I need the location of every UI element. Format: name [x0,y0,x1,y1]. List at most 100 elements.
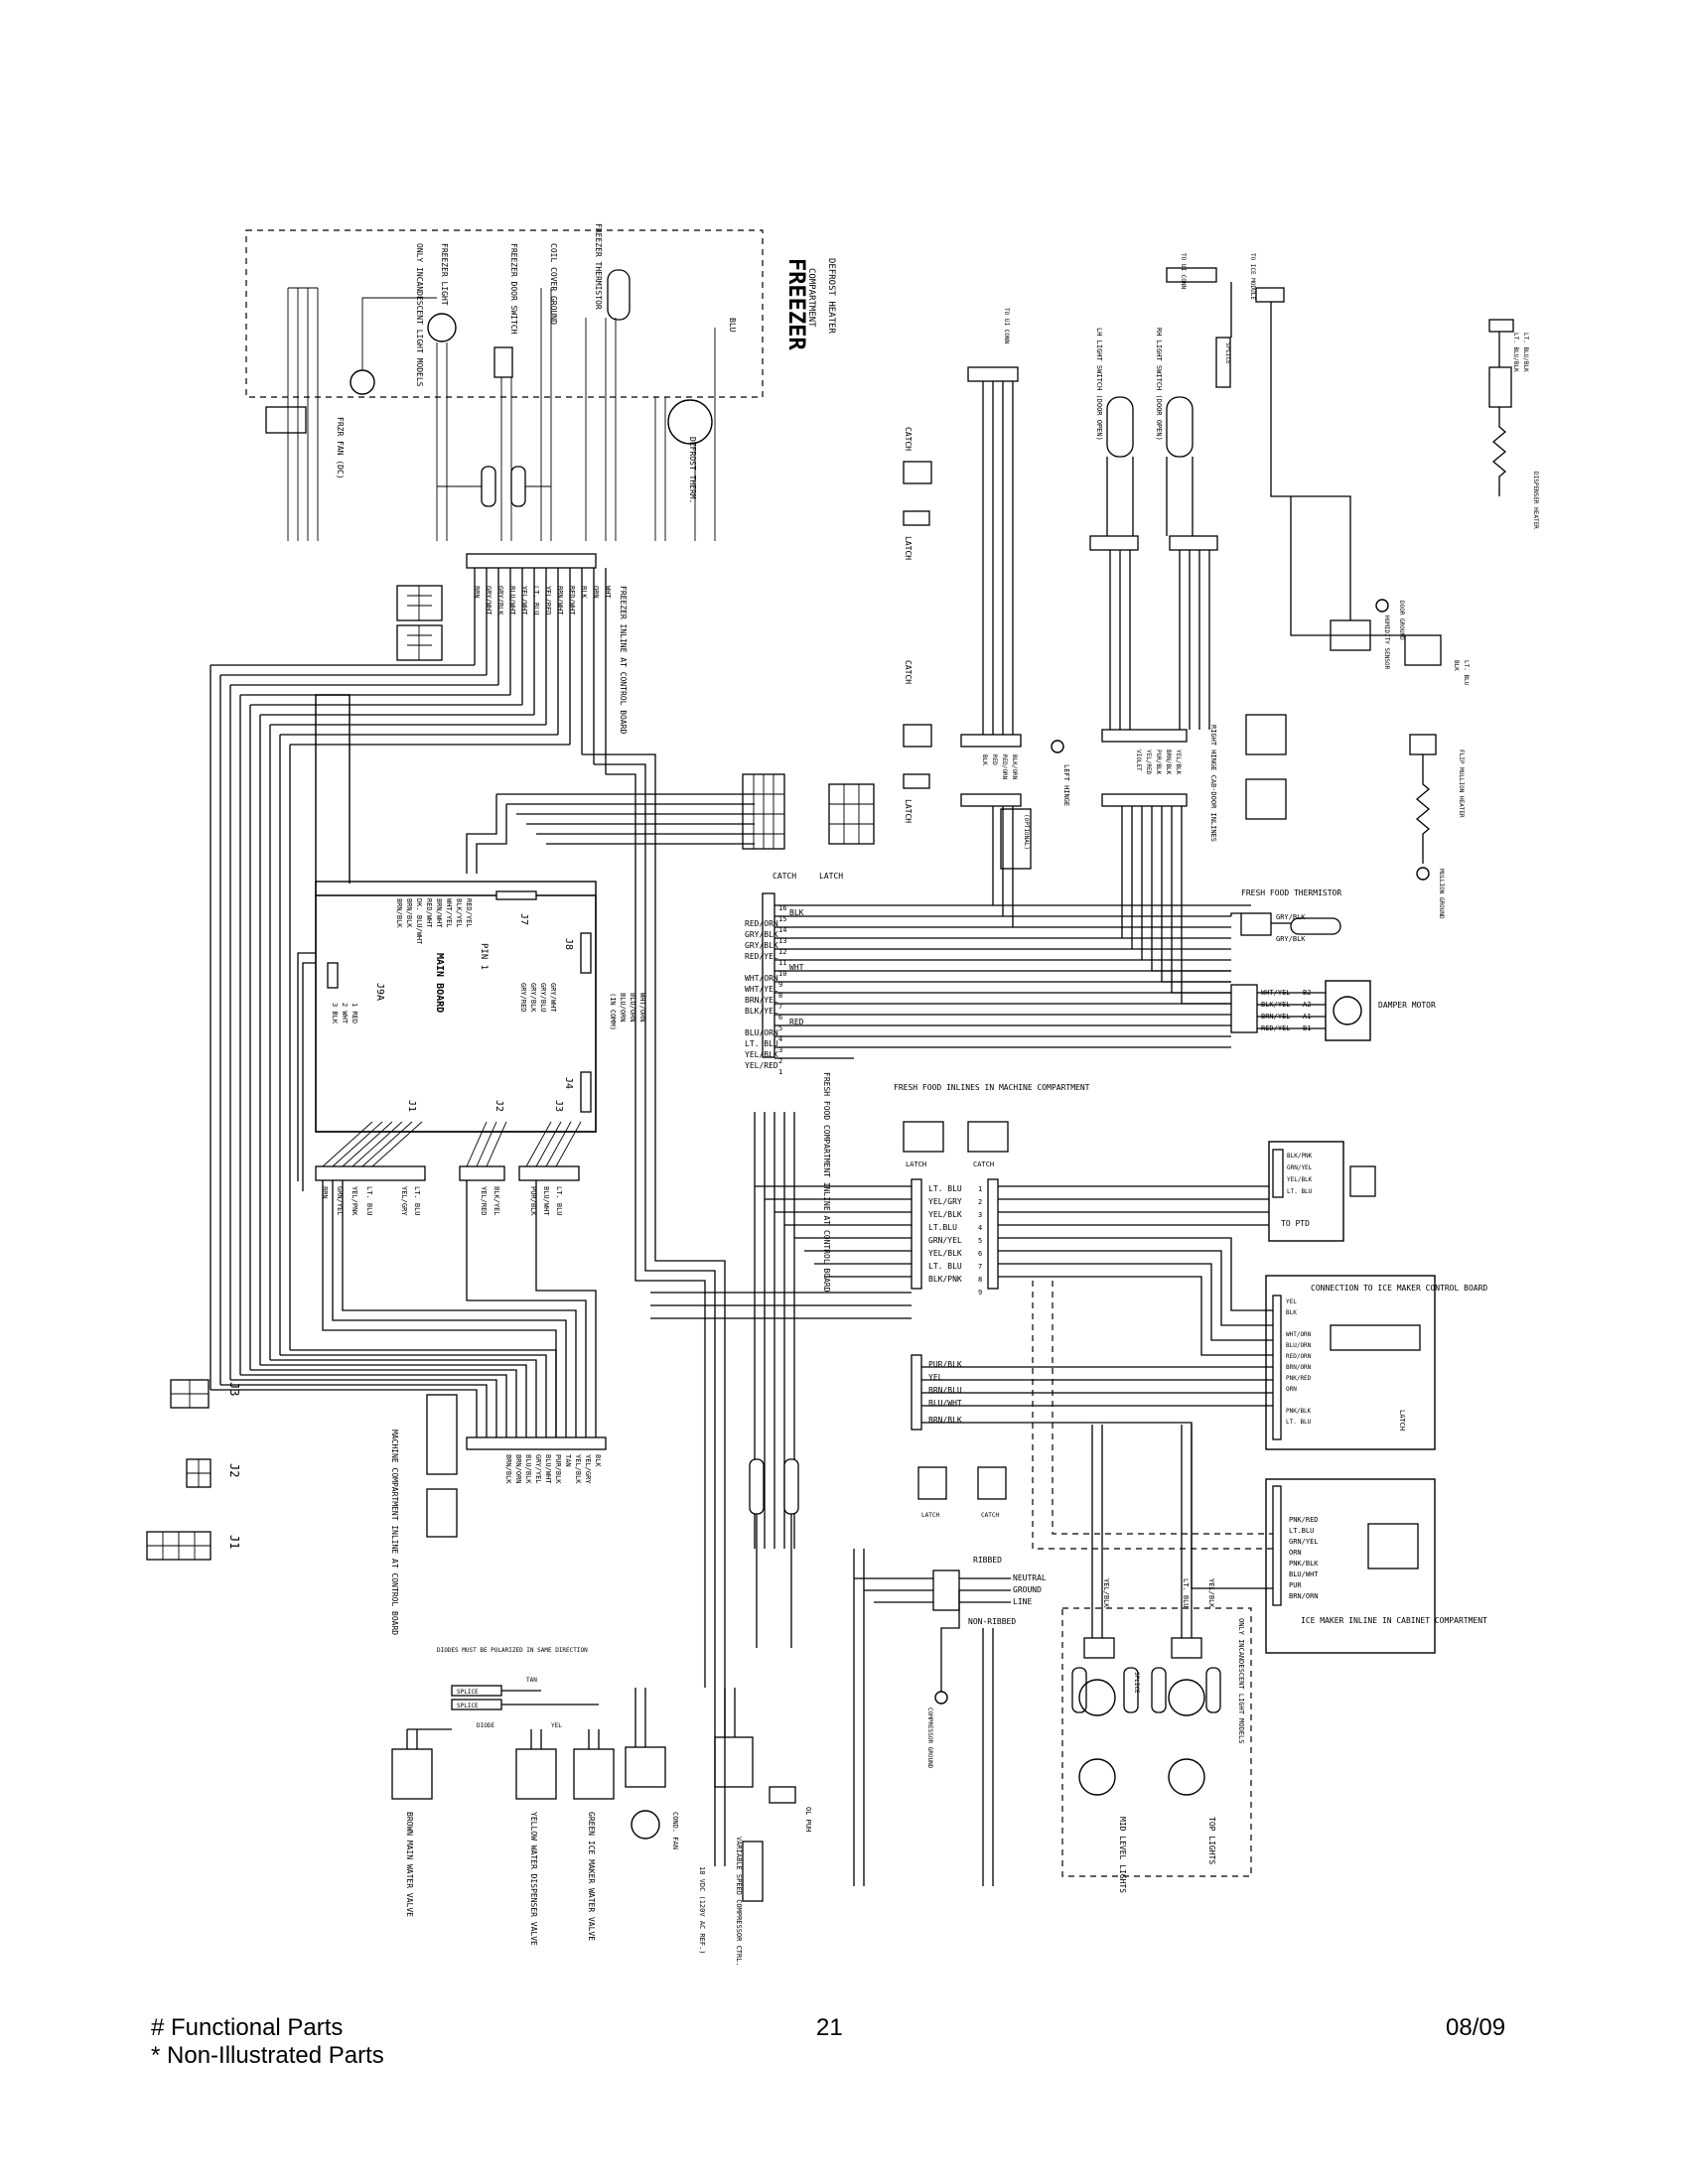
top-light-connector [1171,1637,1202,1659]
freezer-inline-wire-5: YEL/WHT [520,586,528,615]
ff-inline-wire-9: BRN/YEL [745,996,778,1005]
j2-plug [459,1165,505,1181]
machine-catch-label: CATCH [981,1512,999,1519]
ice-inline-wire-8: BLU/WHT [1289,1570,1319,1578]
ff-inline-wire-6: WHT [789,963,804,972]
freezer-inline-wire-10: BLK [580,586,588,599]
mullion-wire-connector [1488,319,1514,333]
ice-board-wire-12: LT. BLU [1286,1419,1312,1426]
cond-fan-symbol [631,1810,660,1840]
ffm-pin-4: 4 [978,1224,982,1232]
right-hinge-label: RIGHT HINGE CAB-DOOR INLINES [1209,725,1217,842]
freezer-splice-1 [481,466,496,507]
j9a-wire-1: 1 RED [351,1003,358,1024]
flip-mullion-label: FLIP MULLION HEATER [1458,750,1465,818]
ff-inlines-machine: FRESH FOOD INLINES IN MACHINE COMPARTMEN… [894,1083,1090,1290]
to-ice-module-label: TO ICE MODULE [1249,253,1256,300]
j3-wire-2: BLU/WHT [542,1186,550,1216]
main-board: MAIN BOARD PIN 1 J7 RED/YEL BLK/YEL WHT/… [315,694,646,1216]
ice-maker-inline: PNK/RED LT.BLU GRN/YEL ORN PNK/BLK BLU/W… [1265,1478,1487,1654]
to-ice-module-conn [1255,287,1285,303]
ff-thermistor-wire-1: GRY/BLK [1276,913,1306,921]
wire-harness [210,568,1326,1886]
compressor-ctrl-box [742,1841,764,1902]
ptd-wire-3: YEL/BLK [1287,1176,1313,1183]
right-hinge-connector-2 [1245,778,1287,820]
ffm-pin-6: 6 [978,1250,982,1258]
mid-light-splice-3 [1071,1667,1087,1713]
ff-inlines-machine-label: FRESH FOOD INLINES IN MACHINE COMPARTMEN… [894,1083,1090,1092]
power-neutral: NEUTRAL [1013,1573,1047,1582]
mid-light-splice-2 [1151,1667,1167,1713]
j3-label: J3 [553,1100,564,1112]
ff-machine-pins: 1 2 3 4 5 6 7 8 9 [978,1185,982,1297]
green-valve-symbol [573,1748,615,1800]
j7-wire-7: BRN/BLK [405,898,413,928]
door-ground-label: DOOR GROUND [1398,601,1405,640]
right-wire-1: YEL/BLK [1175,750,1182,775]
ff-pin-14: 14 [778,926,786,934]
ff-inline-wire-14: YEL/BLK [745,1050,778,1059]
ol-puh-connector [769,1786,796,1804]
ice-inline-wire-4: LT.BLU [1289,1527,1314,1535]
ff-inline-wire-15: YEL/RED [745,1061,778,1070]
machine-inline-wire-4: TAN [564,1454,572,1467]
j4-wire-2: BLU/ORN [629,993,636,1023]
freezer-12pin-plug [396,585,443,621]
freezer-inline-connector: FREEZER INLINE AT CONTROL BOARD BRN GRY/… [396,553,628,734]
freezer-door-switch-symbol [493,346,513,378]
mid-level-lights-label: MID LEVEL LIGHTS [1118,1817,1127,1893]
ffm-pin-9: 9 [978,1289,982,1297]
left-hinge-optional-box [1000,808,1032,870]
ice-maker-inline-connector [1272,1485,1282,1606]
footer-functional-parts: # Functional Parts [151,2014,344,2041]
top-light-bulb-1 [1168,1679,1205,1716]
ptd-wire-4: LT. BLU [1287,1188,1313,1195]
ice-maker-inline-box [1265,1478,1436,1654]
ff-machine-wire-5: GRN/YEL [928,1236,962,1245]
freezer-fan-label: FRZR FAN (DC) [336,417,345,479]
mid-light-bulb-1 [1078,1679,1116,1716]
mid-light-splice [1123,1667,1139,1713]
latch-connector-label: LATCH [819,872,843,881]
top-lights-label: TOP LIGHTS [1207,1817,1216,1864]
cond-fan-label: COND. FAN [671,1812,679,1849]
defrost-heater-label: DEFROST HEATER [826,258,836,334]
humidity-wire-2: LT. BLU [1463,660,1470,686]
j3-plug [518,1165,580,1181]
compressor-ground-symbol [934,1691,948,1705]
ff-machine-wire-4: LT.BLU [928,1223,957,1232]
ice-maker-board: CONNECTION TO ICE MAKER CONTROL BOARD LA… [1265,1275,1487,1450]
ff-pin-8: 8 [778,992,782,1000]
latch-connector-drawing [828,783,875,845]
ff-inline-catch-label: CATCH [973,1160,994,1168]
ff-inline-wire-4: GRY/BLK [745,941,778,950]
machine-catch-plug [977,1466,1007,1500]
power-connection: RIBBED NEUTRAL GROUND LINE NON-RIBBED CO… [926,1556,1047,1769]
machine-wire-block: PUR/BLK YEL BRN/BLU BLU/WHT BRN/BLK LATC… [911,1354,1007,1519]
ff-machine-wire-6: YEL/BLK [928,1249,962,1258]
ff-inline-latch-plug [903,1121,944,1153]
machine-inline-receptacle [426,1488,458,1538]
door-ground-symbol [1375,599,1389,613]
j1-plug [315,1165,426,1181]
mullion-wire-2: LT. BLU/BLK [1522,333,1529,372]
machine-inline-wire-3: YEL/BLK [574,1454,582,1484]
yellow-valve-label: YELLOW WATER DISPENSER VALVE [529,1812,538,1946]
ice-maker-latch-plug [1330,1324,1421,1351]
cond-fan-connector [625,1746,666,1788]
ice-maker-inline-plug [1367,1523,1419,1570]
machine-block-wire-4: BLU/WHT [928,1399,962,1408]
lights-incandescent-border [1061,1607,1252,1877]
door-catch-1 [903,461,932,484]
right-wire-2: BRN/BLK [1165,750,1172,775]
freezer-light-bulb [427,313,457,342]
ff-pin-3: 3 [778,1046,782,1054]
j2-wire-2: BLK/YEL [492,1186,500,1216]
splice-label-1: SPLICE [457,1689,479,1696]
freezer-inline-wire-4: BLU/WHT [508,586,516,615]
machine-inline-label: MACHINE COMPARTMENT INLINE AT CONTROL BO… [390,1430,399,1635]
top-light-bulb-2 [1168,1758,1205,1796]
compressor-ctrl-connector [714,1736,754,1788]
right-hinge-connector-1 [1245,714,1287,755]
